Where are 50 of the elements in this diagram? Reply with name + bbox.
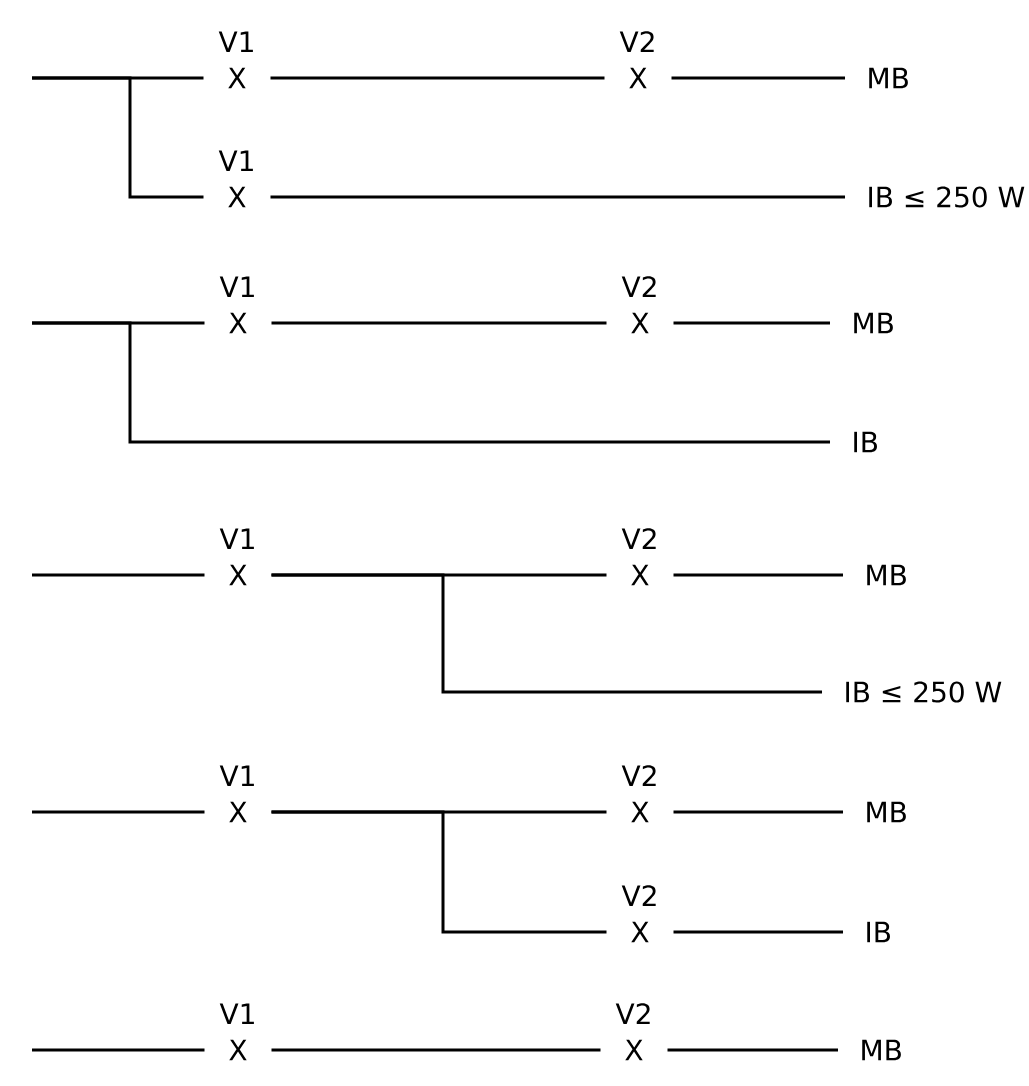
valve-symbol: X <box>629 67 647 89</box>
pipe-line <box>271 1048 601 1052</box>
pipe-line <box>32 1048 205 1052</box>
pipe-line <box>271 810 607 934</box>
valve-label: V1 <box>218 150 253 171</box>
valve-label: V2 <box>621 765 656 786</box>
outlet-label: MB <box>854 312 893 334</box>
valve-label: V1 <box>219 528 254 549</box>
pipe-line <box>270 76 605 80</box>
pipe-line <box>32 76 204 199</box>
pipe-line <box>32 810 205 814</box>
pipe-line <box>32 321 830 444</box>
valve-symbol: X <box>631 801 649 823</box>
valve-label: V2 <box>615 1003 650 1024</box>
valve-symbol: X <box>229 801 247 823</box>
outlet-label: IB <box>854 431 877 453</box>
valve-label: V2 <box>621 528 656 549</box>
outlet-label: IB <box>867 921 890 943</box>
valve-symbol: X <box>229 312 247 334</box>
valve-label: V1 <box>218 31 253 52</box>
pipe-line <box>673 930 843 934</box>
valve-label: V1 <box>219 1003 254 1024</box>
pipe-line <box>270 195 845 199</box>
pipe-line <box>667 1048 838 1052</box>
valve-label: V1 <box>219 276 254 297</box>
pipe-line <box>671 76 845 80</box>
valve-symbol: X <box>631 564 649 586</box>
pipe-line <box>673 573 843 577</box>
valve-label: V2 <box>621 885 656 906</box>
valve-symbol: X <box>228 186 246 208</box>
pipe-line <box>32 573 205 577</box>
pipe-line <box>271 573 822 694</box>
outlet-label: MB <box>867 564 906 586</box>
outlet-label: MB <box>862 1039 901 1061</box>
valve-label: V1 <box>219 765 254 786</box>
valve-label: V2 <box>619 31 654 52</box>
valve-symbol: X <box>625 1039 643 1061</box>
outlet-label: IB ≤ 250 W <box>869 186 1025 208</box>
pipe-line <box>673 810 843 814</box>
outlet-label: IB ≤ 250 W <box>846 681 1002 703</box>
valve-symbol: X <box>631 312 649 334</box>
outlet-label: MB <box>867 801 906 823</box>
valve-symbol: X <box>229 564 247 586</box>
pipe-line <box>271 321 607 325</box>
valve-symbol: X <box>228 67 246 89</box>
pipe-line <box>673 321 830 325</box>
outlet-label: MB <box>869 67 908 89</box>
valve-symbol: X <box>229 1039 247 1061</box>
valve-symbol: X <box>631 921 649 943</box>
valve-label: V2 <box>621 276 656 297</box>
